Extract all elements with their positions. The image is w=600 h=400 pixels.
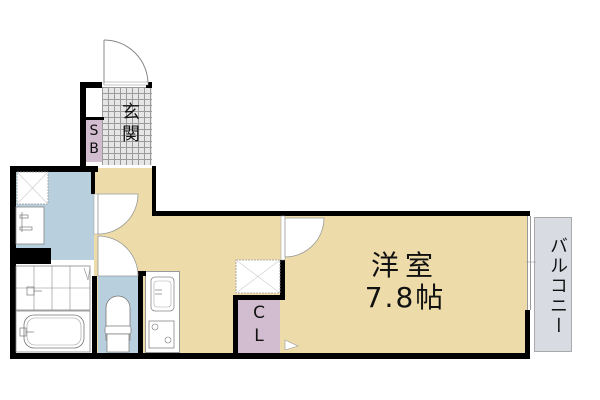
- closet-label: C L: [238, 305, 280, 345]
- balcony-label-text: バルコニー: [547, 236, 568, 336]
- wall: [80, 82, 86, 167]
- wall: [10, 353, 530, 359]
- toilet-door-icon: [97, 235, 139, 277]
- western-room-label: 洋室 7.8帖: [340, 252, 470, 312]
- stove-icon: [148, 320, 175, 349]
- western-room-name: 洋室: [370, 249, 439, 282]
- wall: [152, 211, 530, 216]
- wall: [233, 295, 285, 300]
- wall: [525, 310, 530, 356]
- wall: [138, 271, 143, 356]
- balcony-floor[interactable]: [534, 217, 572, 352]
- toilet-icon: [104, 295, 132, 353]
- balcony-label: バルコニー: [540, 226, 568, 346]
- room-door-icon: [280, 215, 325, 261]
- wall: [10, 166, 98, 172]
- wall: [91, 172, 95, 194]
- shoe-box-floor[interactable]: [86, 120, 102, 162]
- wall: [16, 248, 51, 264]
- washbasin-icon: [15, 206, 45, 245]
- entrance-floor[interactable]: [102, 87, 152, 165]
- wall: [152, 166, 156, 216]
- wall: [233, 295, 238, 355]
- entrance-label-line1: 玄: [122, 102, 140, 123]
- shoe-box-label: S B: [86, 124, 102, 156]
- western-room-size: 7.8帖: [364, 281, 446, 314]
- window: [527, 216, 531, 310]
- wall: [10, 166, 16, 359]
- shoe-box-label-line1: S: [89, 123, 99, 139]
- closet-floor[interactable]: [238, 300, 280, 353]
- washroom-door-icon: [93, 193, 139, 235]
- closet-door-icon: [284, 339, 299, 351]
- wall: [525, 211, 530, 216]
- kitchen-sink-icon: [150, 276, 175, 312]
- closet-label-line1: C: [253, 303, 265, 323]
- refrigerator-space-icon: [235, 259, 281, 294]
- washing-machine-space-icon: [16, 171, 49, 205]
- bathtub-icon: [15, 310, 91, 353]
- wall: [92, 276, 97, 356]
- wall: [80, 82, 102, 88]
- wall: [280, 260, 285, 300]
- shower-icon: [15, 265, 91, 311]
- closet-label-line2: L: [254, 326, 264, 346]
- entrance-door-icon: [103, 39, 149, 86]
- western-room-floor[interactable]: [284, 215, 529, 353]
- wall: [146, 82, 152, 88]
- entrance-label-line2: 関: [122, 124, 140, 145]
- shoe-box-label-line2: B: [89, 141, 99, 157]
- wall: [86, 117, 104, 120]
- entrance-label: 玄 関: [113, 104, 149, 144]
